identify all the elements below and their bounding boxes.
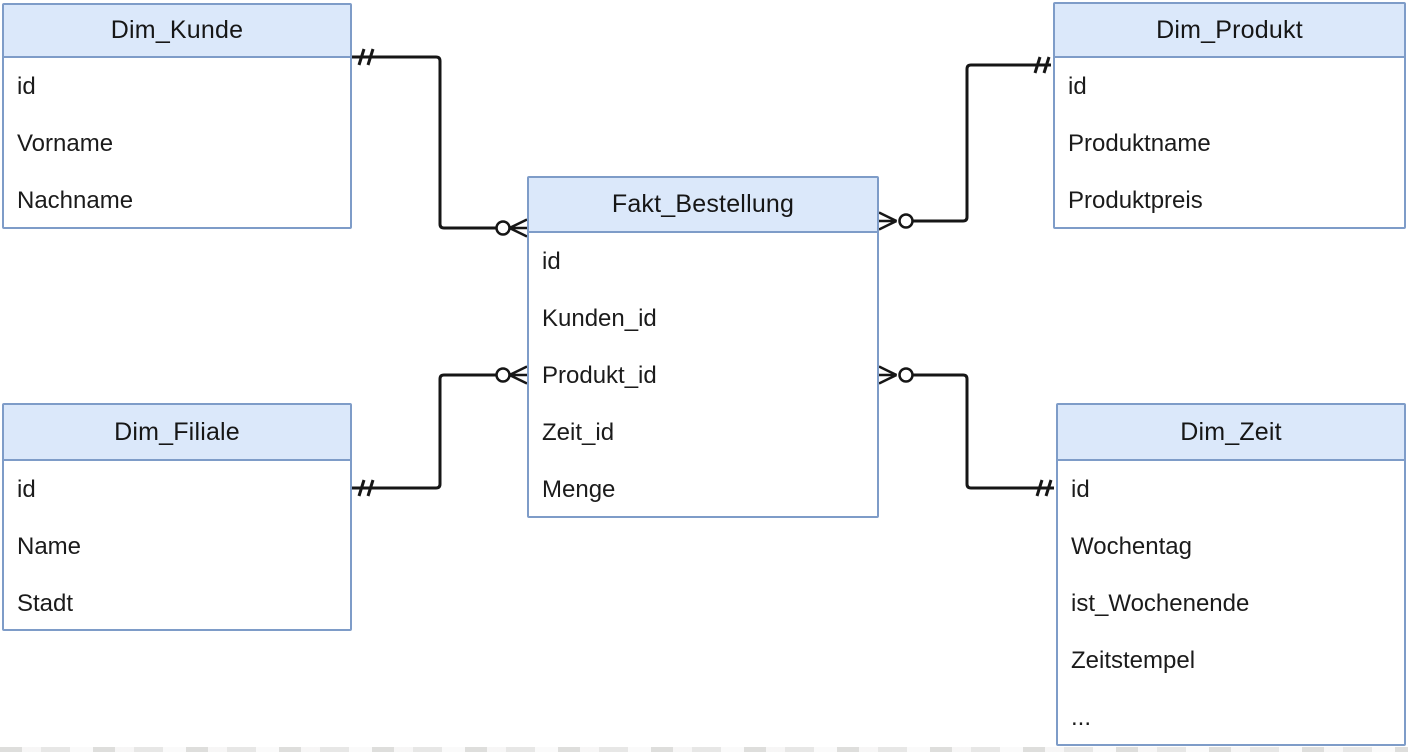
field-dim-filiale-stadt: Stadt	[17, 589, 74, 617]
zero-marker	[495, 367, 511, 383]
entity-fields: id Vorname Nachname	[4, 58, 350, 229]
zero-marker	[898, 367, 914, 383]
zero-marker	[898, 213, 914, 229]
field-fakt-id: id	[542, 247, 561, 275]
field-dim-kunde-nachname: Nachname	[17, 186, 134, 214]
field-fakt-kunden-id: Kunden_id	[542, 304, 657, 332]
field-dim-produkt-produktpreis: Produktpreis	[1068, 186, 1203, 214]
field-fakt-menge: Menge	[542, 475, 616, 503]
connector-line	[352, 55, 497, 230]
relationship-fakt-zeit	[878, 365, 1054, 497]
one-and-only-one-marker	[357, 479, 375, 497]
crows-foot-marker	[508, 365, 528, 385]
entity-title-dim-kunde: Dim_Kunde	[4, 5, 350, 58]
field-dim-zeit-zeitstempel: Zeitstempel	[1071, 646, 1196, 674]
field-dim-produkt-produktname: Produktname	[1068, 129, 1211, 157]
entity-title-dim-filiale: Dim_Filiale	[4, 405, 350, 461]
connector-line	[912, 373, 1054, 490]
relationship-kunde-fakt	[352, 48, 528, 238]
one-and-only-one-marker	[1035, 479, 1053, 497]
field-fakt-produkt-id: Produkt_id	[542, 361, 657, 389]
entity-dim-filiale: Dim_Filiale id Name Stadt	[2, 403, 352, 631]
relationship-fakt-produkt	[878, 56, 1051, 231]
field-dim-zeit-ellipsis: ...	[1071, 703, 1092, 731]
field-dim-filiale-id: id	[17, 475, 36, 503]
entity-dim-kunde: Dim_Kunde id Vorname Nachname	[2, 3, 352, 229]
field-dim-kunde-id: id	[17, 72, 36, 100]
entity-dim-produkt: Dim_Produkt id Produktname Produktpreis	[1053, 2, 1406, 229]
field-fakt-zeit-id: Zeit_id	[542, 418, 615, 446]
field-dim-zeit-wochentag: Wochentag	[1071, 532, 1192, 560]
crows-foot-marker	[878, 365, 898, 385]
one-and-only-one-marker	[357, 48, 375, 66]
entity-fields: id Wochentag ist_Wochenende Zeitstempel …	[1058, 461, 1404, 746]
entity-fields: id Kunden_id Produkt_id Zeit_id Menge	[529, 233, 877, 518]
entity-fields: id Produktname Produktpreis	[1055, 58, 1404, 229]
entity-title-dim-zeit: Dim_Zeit	[1058, 405, 1404, 461]
connector-line	[352, 373, 497, 490]
field-dim-produkt-id: id	[1068, 72, 1087, 100]
crows-foot-marker	[508, 218, 528, 238]
entity-title-dim-produkt: Dim_Produkt	[1055, 4, 1404, 58]
entity-fakt-bestellung: Fakt_Bestellung id Kunden_id Produkt_id …	[527, 176, 879, 518]
field-dim-kunde-vorname: Vorname	[17, 129, 114, 157]
entity-fields: id Name Stadt	[4, 461, 350, 632]
image-edge-artifact	[0, 747, 1408, 752]
field-dim-zeit-ist-wochenende: ist_Wochenende	[1071, 589, 1250, 617]
connector-line	[912, 63, 1051, 223]
crows-foot-marker	[878, 211, 898, 231]
entity-dim-zeit: Dim_Zeit id Wochentag ist_Wochenende Zei…	[1056, 403, 1406, 746]
field-dim-filiale-name: Name	[17, 532, 82, 560]
zero-marker	[495, 220, 511, 236]
relationship-filiale-fakt	[352, 365, 528, 497]
one-and-only-one-marker	[1033, 56, 1051, 74]
field-dim-zeit-id: id	[1071, 475, 1090, 503]
entity-title-fakt-bestellung: Fakt_Bestellung	[529, 178, 877, 233]
